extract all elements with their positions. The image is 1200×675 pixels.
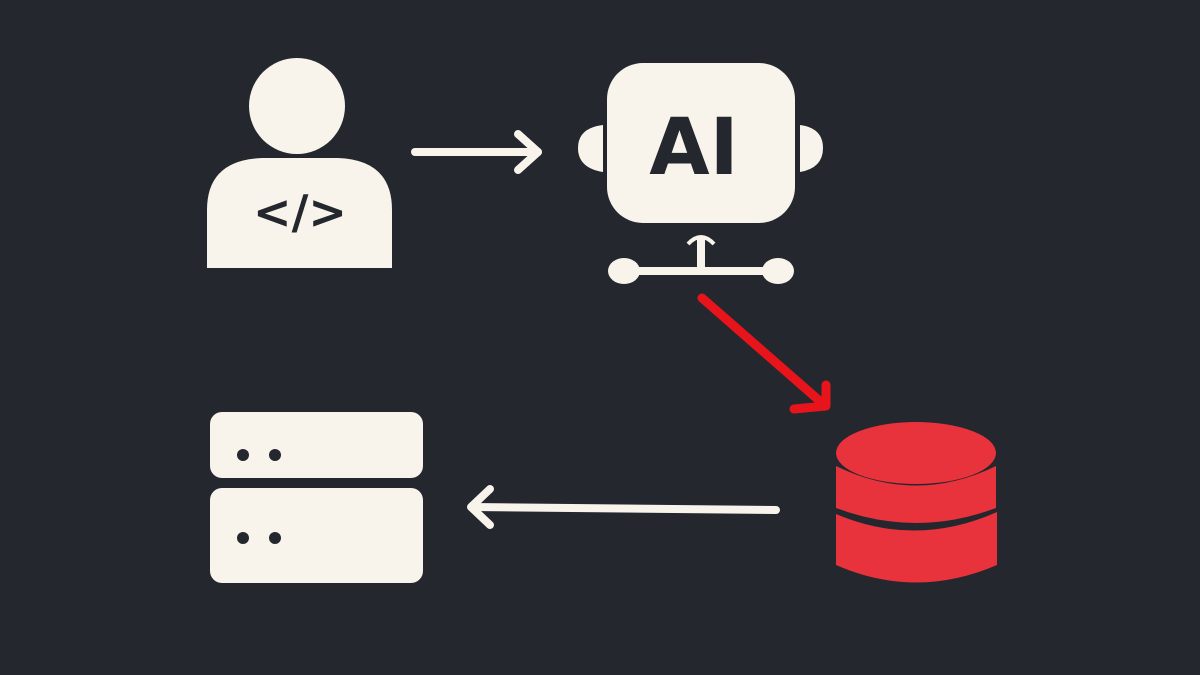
antenna-stem (697, 238, 705, 272)
server-stack-icon (210, 412, 423, 583)
antenna-node-right (762, 258, 794, 284)
person-head (249, 58, 345, 154)
server-unit-bottom (210, 488, 423, 583)
server-unit-top (210, 412, 423, 478)
developer-person-icon: </> (207, 58, 392, 268)
server-led (237, 532, 249, 544)
database-middle (836, 466, 996, 523)
server-led (269, 449, 281, 461)
database-icon (836, 422, 997, 583)
arrow-developer-to-ai (411, 130, 542, 174)
person-body (207, 158, 392, 268)
database-top (836, 422, 996, 484)
database-bottom (836, 512, 997, 583)
ai-screen (607, 63, 795, 223)
server-led (269, 532, 281, 544)
arrow-ai-to-database (697, 293, 831, 414)
ai-label: AI (649, 103, 738, 193)
antenna-bar (622, 267, 790, 275)
server-led (237, 449, 249, 461)
ai-robot-icon: AI (578, 63, 823, 284)
antenna-node-left (608, 258, 640, 284)
left-ear (578, 125, 603, 172)
arrow-database-to-server (467, 485, 780, 529)
code-glyph: </> (253, 185, 347, 239)
right-ear (800, 125, 823, 172)
